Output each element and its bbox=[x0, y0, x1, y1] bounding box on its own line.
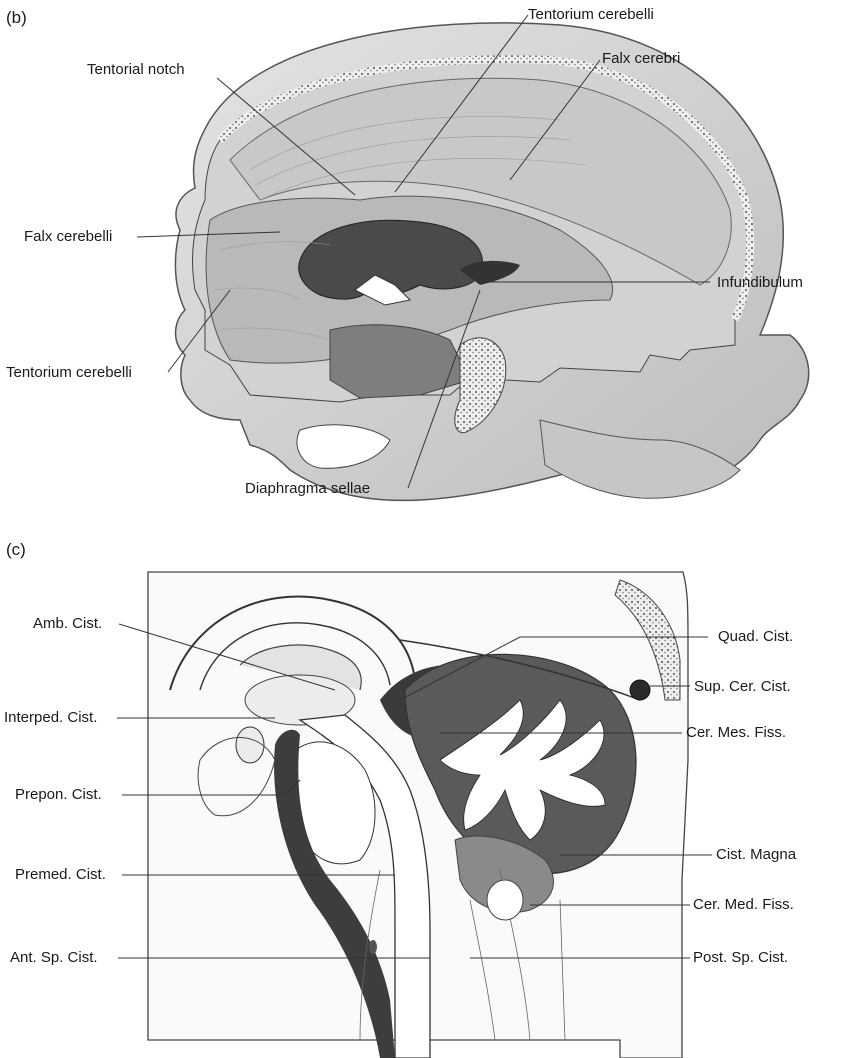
brain-section-drawing bbox=[148, 572, 688, 1058]
label-quad-cist: Quad. Cist. bbox=[718, 628, 793, 646]
label-premed-cist: Premed. Cist. bbox=[15, 866, 106, 884]
label-cer-mes-fiss: Cer. Mes. Fiss. bbox=[686, 724, 786, 742]
label-interped-cist: Interped. Cist. bbox=[4, 709, 97, 727]
label-sup-cer-cist: Sup. Cer. Cist. bbox=[694, 678, 791, 696]
label-infundibulum: Infundibulum bbox=[717, 274, 803, 292]
label-diaphragma-sellae: Diaphragma sellae bbox=[245, 480, 370, 498]
label-cist-magna: Cist. Magna bbox=[716, 846, 796, 864]
label-tentorium-cerebelli-top: Tentorium cerebelli bbox=[528, 6, 654, 24]
panel-b-label: (b) bbox=[6, 8, 27, 28]
label-tentorium-cerebelli-left: Tentorium cerebelli bbox=[6, 364, 132, 382]
label-post-sp-cist: Post. Sp. Cist. bbox=[693, 949, 788, 967]
label-falx-cerebri: Falx cerebri bbox=[602, 50, 680, 68]
label-tentorial-notch: Tentorial notch bbox=[87, 61, 185, 79]
label-ant-sp-cist: Ant. Sp. Cist. bbox=[10, 949, 98, 967]
label-prepon-cist: Prepon. Cist. bbox=[15, 786, 102, 804]
label-falx-cerebelli: Falx cerebelli bbox=[24, 228, 112, 246]
label-amb-cist: Amb. Cist. bbox=[33, 615, 102, 633]
panel-c-label: (c) bbox=[6, 540, 26, 560]
label-cer-med-fiss: Cer. Med. Fiss. bbox=[693, 896, 794, 914]
skull-drawing bbox=[175, 23, 808, 501]
